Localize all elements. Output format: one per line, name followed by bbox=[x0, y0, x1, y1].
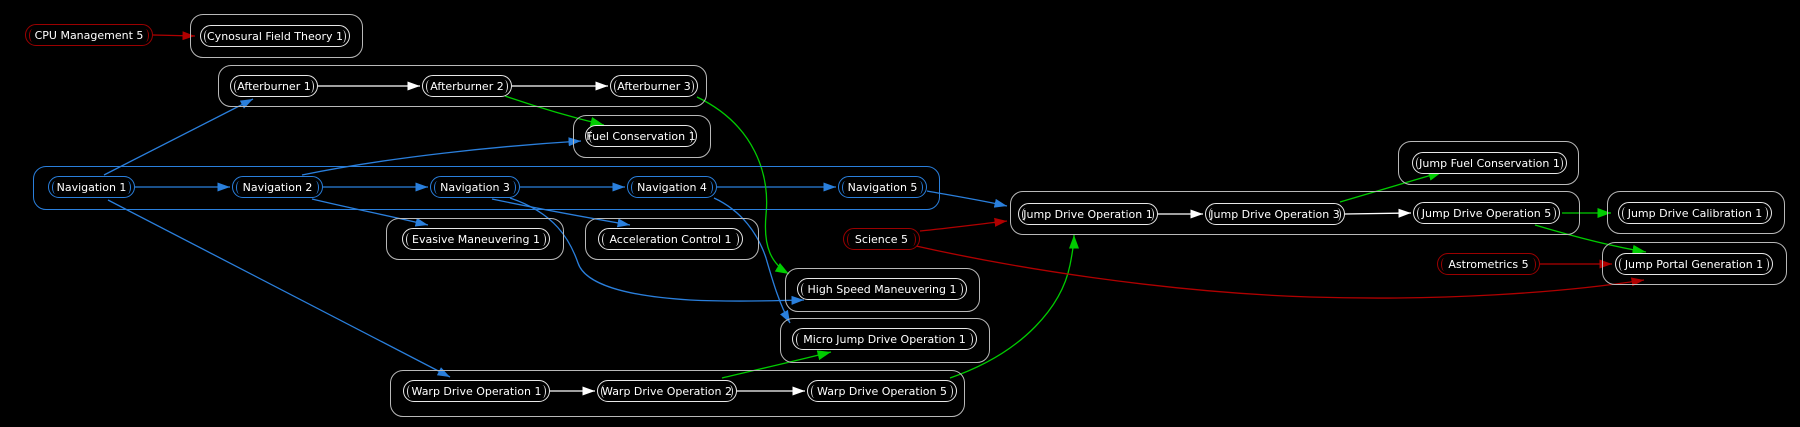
node-navigation-4[interactable]: Navigation 4 bbox=[627, 176, 717, 198]
node-high-speed-maneuvering-1[interactable]: High Speed Maneuvering 1 bbox=[797, 278, 967, 300]
cluster-jump-drive-calibration bbox=[1607, 191, 1785, 234]
node-jump-drive-calibration-1[interactable]: Jump Drive Calibration 1 bbox=[1618, 202, 1772, 224]
node-label: Navigation 4 bbox=[637, 180, 707, 194]
node-warp-drive-operation-2[interactable]: Warp Drive Operation 2 bbox=[597, 380, 737, 402]
node-label: Evasive Maneuvering 1 bbox=[412, 232, 541, 246]
cluster-jump-fuel-conservation bbox=[1398, 141, 1579, 185]
node-label: Acceleration Control 1 bbox=[609, 232, 732, 246]
cluster-jump-drive-operation bbox=[1010, 191, 1580, 235]
node-evasive-maneuvering-1[interactable]: Evasive Maneuvering 1 bbox=[402, 228, 550, 250]
node-navigation-1[interactable]: Navigation 1 bbox=[48, 176, 135, 198]
node-label: Fuel Conservation 1 bbox=[586, 129, 696, 143]
node-jump-drive-operation-5[interactable]: Jump Drive Operation 5 bbox=[1413, 202, 1560, 224]
cluster-navigation bbox=[33, 166, 940, 210]
node-afterburner-1[interactable]: Afterburner 1 bbox=[230, 75, 318, 97]
node-cpu-management-5[interactable]: CPU Management 5 bbox=[25, 24, 153, 46]
edge-nav1-warp1 bbox=[107, 199, 451, 378]
node-cynosural-field-theory-1[interactable]: Cynosural Field Theory 1 bbox=[200, 25, 350, 47]
cluster-micro-jump-drive bbox=[780, 318, 990, 363]
node-label: Jump Drive Operation 1 bbox=[1023, 207, 1153, 221]
node-warp-drive-operation-5[interactable]: Warp Drive Operation 5 bbox=[807, 380, 957, 402]
node-label: Navigation 1 bbox=[56, 180, 127, 194]
node-label: Navigation 3 bbox=[440, 180, 510, 194]
node-science-5[interactable]: Science 5 bbox=[843, 228, 920, 250]
edge-cpu-management-cynosural bbox=[152, 31, 196, 41]
edge-afterburner3-hsm bbox=[696, 96, 790, 275]
node-label: Jump Drive Calibration 1 bbox=[1627, 206, 1763, 220]
node-acceleration-control-1[interactable]: Acceleration Control 1 bbox=[598, 228, 743, 250]
node-label: Jump Drive Operation 3 bbox=[1210, 207, 1340, 221]
node-label: Warp Drive Operation 2 bbox=[602, 384, 732, 398]
edge-science-jdo1 bbox=[919, 217, 1008, 232]
node-label: Science 5 bbox=[854, 232, 909, 246]
node-label: Afterburner 1 bbox=[237, 79, 311, 93]
edge-nav3-acceleration bbox=[491, 198, 631, 228]
cluster-acceleration-control bbox=[585, 218, 759, 260]
edge-jdo3-jump-fuel-conservation bbox=[1339, 171, 1443, 203]
node-label: Micro Jump Drive Operation 1 bbox=[803, 332, 966, 346]
node-label: Warp Drive Operation 1 bbox=[411, 384, 542, 398]
cluster-afterburner bbox=[218, 65, 707, 107]
node-label: High Speed Maneuvering 1 bbox=[807, 282, 957, 296]
node-navigation-2[interactable]: Navigation 2 bbox=[232, 176, 323, 198]
cluster-warp-drive bbox=[390, 370, 965, 417]
edge-jdo5-jump-portal-generation bbox=[1534, 224, 1647, 255]
node-label: Astrometrics 5 bbox=[1448, 257, 1529, 271]
node-label: CPU Management 5 bbox=[34, 28, 144, 42]
edge-nav2-evasive bbox=[311, 198, 429, 227]
node-label: Afterburner 3 bbox=[617, 79, 691, 93]
cluster-high-speed-maneuvering bbox=[785, 268, 980, 312]
node-label: Navigation 5 bbox=[847, 180, 918, 194]
node-jump-portal-generation-1[interactable]: Jump Portal Generation 1 bbox=[1615, 253, 1773, 275]
node-label: Cynosural Field Theory 1 bbox=[207, 29, 344, 43]
edge-nav4-mjd bbox=[713, 197, 791, 324]
edge-nav2-fuel-conservation bbox=[301, 137, 582, 176]
node-jump-drive-operation-3[interactable]: Jump Drive Operation 3 bbox=[1205, 203, 1345, 225]
node-label: Jump Fuel Conservation 1 bbox=[1419, 156, 1560, 170]
node-navigation-5[interactable]: Navigation 5 bbox=[838, 176, 927, 198]
cluster-evasive-maneuvering bbox=[386, 218, 564, 260]
edge-nav1-afterburner1 bbox=[103, 98, 254, 176]
node-jump-drive-operation-1[interactable]: Jump Drive Operation 1 bbox=[1018, 203, 1158, 225]
node-astrometrics-5[interactable]: Astrometrics 5 bbox=[1437, 253, 1540, 275]
edge-nav5-jdo1 bbox=[926, 190, 1008, 208]
cluster-jump-portal-generation bbox=[1602, 242, 1787, 285]
node-label: Navigation 2 bbox=[242, 180, 313, 194]
edge-jdo3-jdo5 bbox=[1344, 208, 1412, 218]
node-warp-drive-operation-1[interactable]: Warp Drive Operation 1 bbox=[403, 380, 550, 402]
node-afterburner-2[interactable]: Afterburner 2 bbox=[422, 75, 512, 97]
node-label: Jump Drive Operation 5 bbox=[1421, 206, 1552, 220]
cluster-cynosural bbox=[190, 14, 363, 58]
edge-afterburner2-fuel-conservation bbox=[504, 95, 605, 127]
node-label: Warp Drive Operation 5 bbox=[817, 384, 947, 398]
node-jump-fuel-conservation-1[interactable]: Jump Fuel Conservation 1 bbox=[1412, 152, 1567, 174]
cluster-fuel-conservation bbox=[573, 115, 711, 158]
edge-science-jump-portal-generation bbox=[915, 245, 1645, 299]
edge-warp5-jdo1 bbox=[949, 234, 1079, 379]
node-label: Afterburner 2 bbox=[430, 79, 504, 93]
node-label: Jump Portal Generation 1 bbox=[1624, 257, 1764, 271]
node-micro-jump-drive-operation-1[interactable]: Micro Jump Drive Operation 1 bbox=[792, 328, 977, 350]
edge-warp2-mjd bbox=[721, 350, 832, 379]
node-navigation-3[interactable]: Navigation 3 bbox=[430, 176, 520, 198]
node-fuel-conservation-1[interactable]: Fuel Conservation 1 bbox=[585, 125, 697, 147]
node-afterburner-3[interactable]: Afterburner 3 bbox=[610, 75, 698, 97]
